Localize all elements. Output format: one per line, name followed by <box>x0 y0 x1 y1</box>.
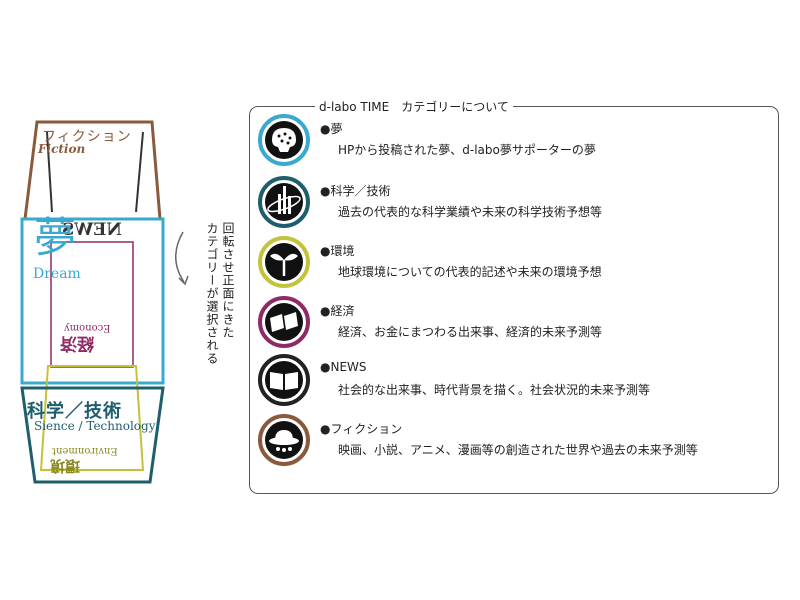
economy-label-en: Economy <box>64 322 111 333</box>
science-label-jp: 科学／技術 <box>27 401 122 422</box>
environment-face <box>39 365 145 471</box>
category-science: ●科学／技術 過去の代表的な科学業績や未来の科学技術予想等 <box>258 176 768 234</box>
money-icon <box>258 296 310 348</box>
category-cube-diagram <box>20 120 189 484</box>
rotation-note-line2: カテゴリーが選択される <box>205 222 219 365</box>
environment-label-en: Environment <box>52 445 118 456</box>
category-fiction-name: ●フィクション <box>320 422 403 436</box>
category-economy: ●経済 経済、お金にまつわる出来事、経済的未来予測等 <box>258 296 768 354</box>
rocket-icon <box>258 176 310 228</box>
category-dream-desc: HPから投稿された夢、d-labo夢サポーターの夢 <box>338 143 596 157</box>
brain-icon <box>258 114 310 166</box>
cube-inner-line-left <box>46 131 53 213</box>
category-dream-name: ●夢 <box>320 122 343 136</box>
sprout-icon <box>258 236 310 288</box>
category-environment: ●環境 地球環境についての代表的記述や未来の環境予想 <box>258 236 768 294</box>
science-face <box>20 386 165 484</box>
category-economy-name: ●経済 <box>320 304 355 318</box>
fiction-label-jp: フィクション <box>42 129 132 145</box>
science-label-en: Sience / Technology <box>34 419 156 433</box>
category-news-name: ●NEWS <box>320 360 367 374</box>
category-dream: ●夢 HPから投稿された夢、d-labo夢サポーターの夢 <box>258 114 768 172</box>
category-science-desc: 過去の代表的な科学業績や未来の科学技術予想等 <box>338 205 603 219</box>
category-panel <box>249 106 779 494</box>
cube-inner-line-right <box>135 131 144 213</box>
category-news-desc: 社会的な出来事、時代背景を描く。社会状況的未来予測等 <box>338 383 651 397</box>
fiction-label-en: Fiction <box>38 142 86 156</box>
category-fiction-desc: 映画、小説、アニメ、漫画等の創造された世界や過去の未来予測等 <box>338 443 698 457</box>
category-fiction: ●フィクション 映画、小説、アニメ、漫画等の創造された世界や過去の未来予測等 <box>258 414 768 472</box>
category-science-name: ●科学／技術 <box>320 184 391 198</box>
category-economy-desc: 経済、お金にまつわる出来事、経済的未来予測等 <box>338 325 603 339</box>
rotation-arrow-icon <box>175 231 185 283</box>
economy-label-jp: 経済 <box>60 333 94 353</box>
book-icon <box>258 354 310 406</box>
dream-label-en: Dream <box>33 266 81 282</box>
dream-face <box>20 217 165 385</box>
category-news: ●NEWS 社会的な出来事、時代背景を描く。社会状況的未来予測等 <box>258 354 768 412</box>
category-environment-desc: 地球環境についての代表的記述や未来の環境予想 <box>338 265 602 279</box>
category-environment-name: ●環境 <box>320 244 355 258</box>
panel-title: d-labo TIME カテゴリーについて <box>315 98 513 115</box>
rotation-note-line1: 回転させ正面にきた <box>221 222 235 339</box>
dream-label-jp: 夢 <box>34 213 77 262</box>
environment-label-jp: 環境 <box>50 457 81 475</box>
rotation-note: 回転させ正面にきた カテゴリーが選択される <box>204 222 236 392</box>
ufo-icon <box>258 414 310 466</box>
